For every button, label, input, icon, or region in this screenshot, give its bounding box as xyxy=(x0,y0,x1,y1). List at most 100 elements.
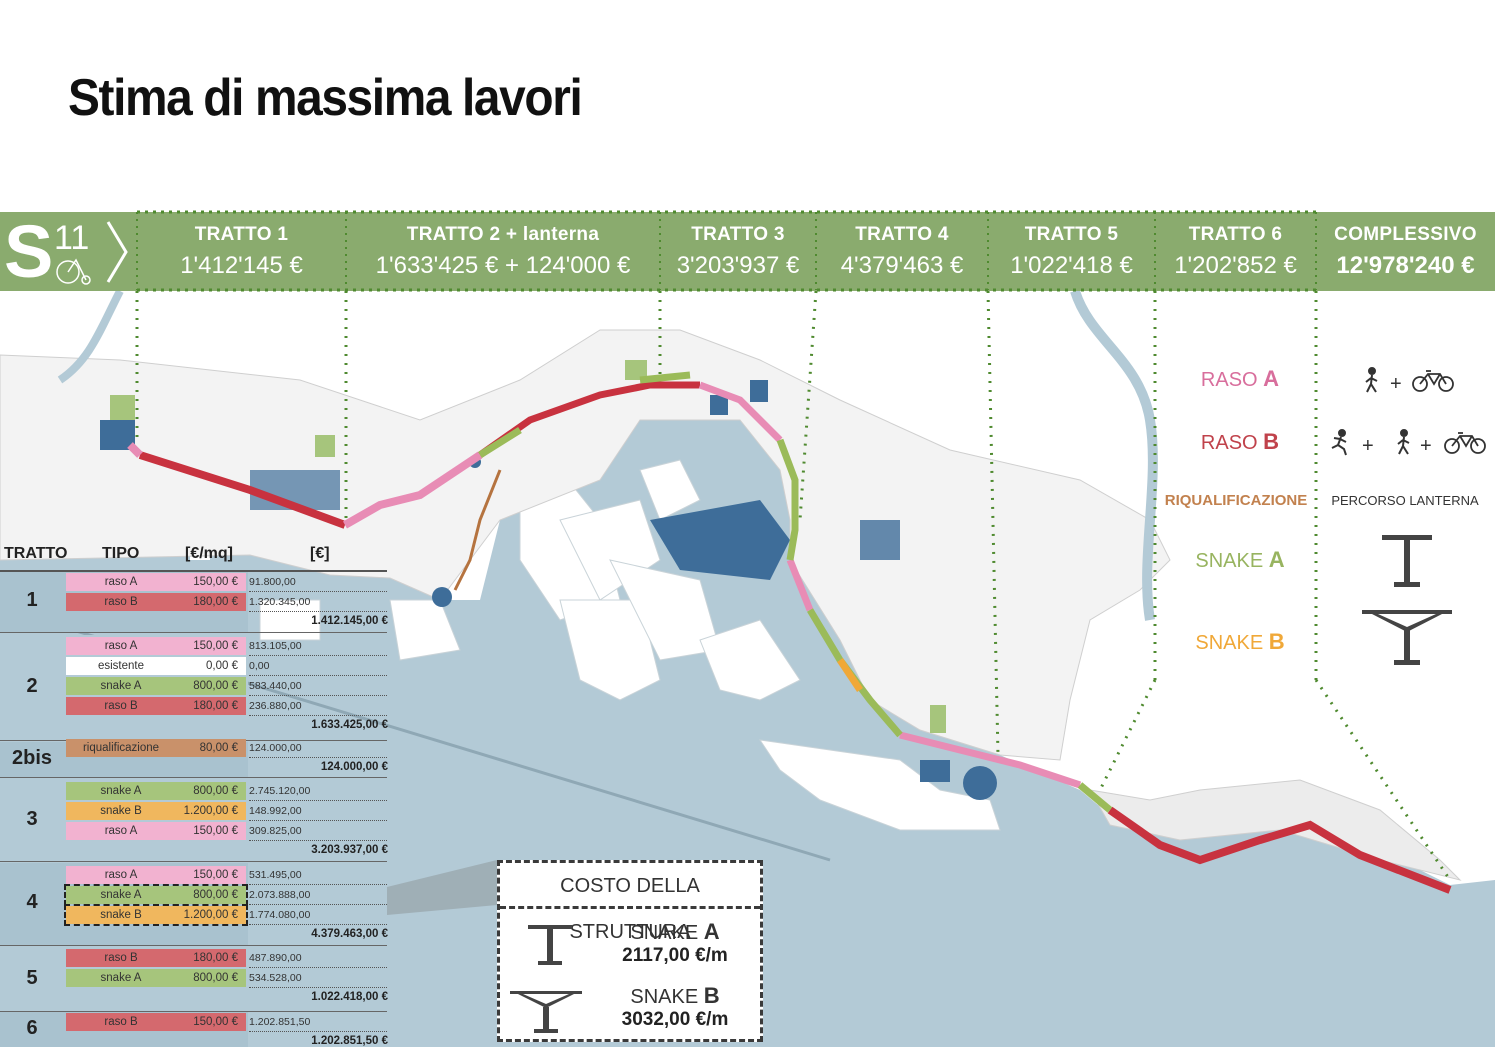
segment-cost: 3'203'937 € xyxy=(676,252,800,279)
segment-cost: 1'022'418 € xyxy=(1010,252,1133,279)
segment-tratto-3: TRATTO 3 3'203'937 € xyxy=(660,212,816,291)
group-separator xyxy=(0,777,387,778)
row-value: 487.890,00 xyxy=(249,952,302,964)
row-unit-price: 1.200,00 € xyxy=(183,909,238,921)
logo-number: 11 xyxy=(54,219,90,257)
row-value: 0,00 xyxy=(249,660,270,672)
segment-tratto-4: TRATTO 4 4'379'463 € xyxy=(816,212,988,291)
segment-tratto-5: TRATTO 5 1'022'418 € xyxy=(988,212,1155,291)
structure-cost-box: COSTO DELLA STRUTTURA SNAKE A 2117,00 €/… xyxy=(497,860,763,1042)
segment-label: TRATTO 2 + lanterna xyxy=(406,224,600,245)
legend-percorso-lanterna: PERCORSO LANTERNA xyxy=(1331,493,1479,508)
header-rule xyxy=(0,570,387,572)
row-unit-price: 80,00 € xyxy=(199,742,238,754)
row-divider xyxy=(249,884,387,885)
group-separator xyxy=(0,861,387,862)
segment-complessivo: COMPLESSIVO 12'978'240 € xyxy=(1316,212,1495,291)
table-row: snake B 1.200,00 € xyxy=(66,802,246,820)
row-divider xyxy=(249,611,387,612)
cost-band xyxy=(0,212,1495,291)
segment-cost: 1'202'852 € xyxy=(1174,252,1297,279)
row-type: snake A xyxy=(100,972,142,984)
row-value: 813.105,00 xyxy=(249,640,302,652)
row-value: 531.495,00 xyxy=(249,869,302,881)
double-cantilever-section-icon xyxy=(510,991,582,1033)
segment-cost: 12'978'240 € xyxy=(1336,252,1475,279)
double-cantilever-section-icon xyxy=(1362,610,1452,665)
legend-snake-b: SNAKE B xyxy=(1175,629,1305,655)
river-west xyxy=(57,291,124,384)
group-total: 1.633.425,00 € xyxy=(311,719,388,731)
header-tipo: TIPO xyxy=(102,545,140,562)
row-divider xyxy=(249,1031,387,1032)
row-unit-price: 150,00 € xyxy=(193,1016,238,1028)
logo-letter: S xyxy=(4,210,54,293)
row-type: raso A xyxy=(104,869,138,881)
legend-letter: A xyxy=(1268,547,1285,572)
row-unit-price: 800,00 € xyxy=(193,889,238,901)
row-type: snake A xyxy=(100,680,142,692)
row-unit-price: 800,00 € xyxy=(193,680,238,692)
cost-box-snake-a: SNAKE A xyxy=(600,919,750,945)
header-unit-price: [€/mq] xyxy=(185,545,233,562)
segment-cost: 4'379'463 € xyxy=(840,252,964,279)
row-type: raso B xyxy=(104,1016,138,1028)
table-row: snake A 800,00 € xyxy=(66,969,246,987)
row-divider xyxy=(249,757,387,758)
row-type: snake B xyxy=(100,805,142,817)
route-raso-a xyxy=(127,442,483,529)
segment-label: TRATTO 6 xyxy=(1188,224,1283,245)
legend-letter: B xyxy=(1263,429,1280,454)
row-unit-price: 0,00 € xyxy=(206,660,238,672)
group-separator xyxy=(0,1011,387,1012)
sea-area xyxy=(0,420,1495,1047)
route-riqualificazione xyxy=(453,469,502,591)
row-value: 236.880,00 xyxy=(249,700,302,712)
group-separator xyxy=(0,632,387,633)
row-value: 583.440,00 xyxy=(249,680,302,692)
row-unit-price: 180,00 € xyxy=(193,596,238,608)
segment-tratto-1: TRATTO 1 1'412'145 € xyxy=(137,212,346,291)
chevron-right-icon xyxy=(106,221,128,283)
legend-riqualificazione: RIQUALIFICAZIONE xyxy=(1164,492,1308,509)
row-type: riqualificazione xyxy=(82,742,160,754)
single-column-section-icon xyxy=(1382,535,1432,587)
route-map xyxy=(0,291,1495,1047)
row-divider xyxy=(249,695,387,696)
snake-word: SNAKE xyxy=(630,922,699,944)
legend-letter: A xyxy=(1263,366,1280,391)
row-type: raso B xyxy=(104,952,138,964)
group-number: 6 xyxy=(26,1016,38,1039)
cost-box-title: COSTO DELLA STRUTTURA xyxy=(500,863,760,943)
group-number: 5 xyxy=(26,967,38,989)
route-raso-b-3 xyxy=(1107,806,1452,894)
table-row: raso B 180,00 € xyxy=(66,593,246,611)
legend-word: RASO xyxy=(1200,369,1258,391)
segment-label: COMPLESSIVO xyxy=(1334,224,1477,245)
runner-icon xyxy=(1331,429,1347,456)
snake-letter: A xyxy=(703,919,720,944)
row-divider xyxy=(249,967,387,968)
row-divider xyxy=(249,820,387,821)
row-type: raso B xyxy=(104,596,138,608)
row-value: 91.800,00 xyxy=(249,576,296,588)
row-divider xyxy=(249,591,387,592)
row-unit-price: 1.200,00 € xyxy=(183,805,238,817)
row-type: snake B xyxy=(100,909,142,921)
row-unit-price: 800,00 € xyxy=(193,972,238,984)
segment-tratto-6: TRATTO 6 1'202'852 € xyxy=(1155,212,1316,291)
single-column-section-icon xyxy=(528,925,572,965)
group-number: 4 xyxy=(26,891,38,913)
legend-word: RASO xyxy=(1200,432,1258,454)
group-separator xyxy=(0,945,387,946)
header-total: [€] xyxy=(310,545,330,562)
plus-sign: + xyxy=(1362,435,1374,457)
segment-frame xyxy=(136,210,1317,292)
group-total: 3.203.937,00 € xyxy=(311,844,388,856)
segment-label: TRATTO 3 xyxy=(691,224,785,245)
green-parks xyxy=(110,360,946,733)
